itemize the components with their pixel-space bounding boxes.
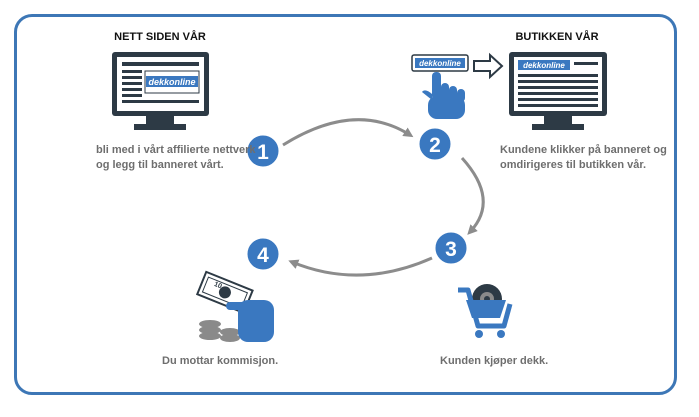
step-2-text: Kundene klikker på banneret og omdiriger…	[500, 144, 667, 171]
arrow-right-icon	[473, 52, 504, 80]
step-circles	[244, 125, 470, 273]
step-4-text: Du mottar kommisjon.	[162, 355, 279, 367]
banner-click	[411, 54, 469, 72]
step-1-text: bli med i vårt affilierte nettverk og le…	[96, 144, 256, 171]
arrow-3-to-4	[288, 256, 433, 277]
shop-monitor-icon	[509, 52, 607, 130]
site-title: NETT SIDEN VÅR	[114, 31, 206, 43]
step-2-circle	[416, 125, 454, 163]
step-3-text: Kunden kjøper dekk.	[440, 355, 549, 367]
step-1-circle	[244, 132, 282, 170]
money-note-value: 10	[213, 281, 223, 290]
small-banner-text: dekkonline	[419, 59, 461, 68]
step-4-circle	[244, 235, 282, 273]
shop-title: BUTIKKEN VÅR	[515, 31, 599, 43]
money-hand-icon	[195, 270, 274, 342]
shopping-cart-icon	[458, 284, 513, 338]
arrow-2-to-3	[460, 156, 485, 235]
arrow-1-to-2	[282, 118, 414, 147]
hand-pointer-icon	[422, 72, 465, 119]
step-4-number: 4	[257, 244, 269, 267]
step-3-circle	[432, 229, 470, 267]
cycle-arrows	[282, 118, 485, 277]
step-1-number: 1	[257, 141, 269, 164]
monitor-icon	[112, 52, 209, 130]
left-banner-text: dekkonline	[148, 77, 195, 87]
diagram-frame	[14, 14, 677, 395]
step-3-number: 3	[445, 238, 457, 261]
shop-banner-text: dekkonline	[523, 61, 565, 70]
step-2-number: 2	[429, 134, 441, 157]
